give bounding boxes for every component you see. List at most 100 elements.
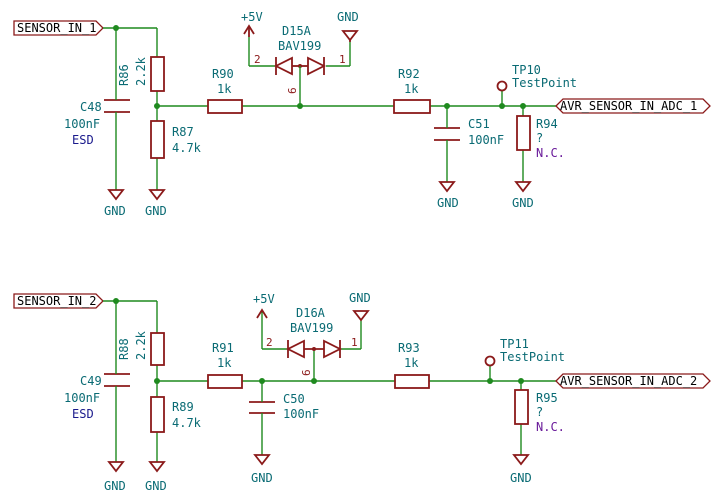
svg-text:R86: R86 (117, 64, 131, 86)
power-5v-symbol: +5V (253, 292, 275, 319)
svg-text:?: ? (536, 405, 543, 419)
svg-text:TP10: TP10 (512, 63, 541, 77)
svg-text:R87: R87 (172, 125, 194, 139)
diode-d15a[interactable]: D15A BAV199 2 1 6 (254, 24, 346, 94)
diode-d16a[interactable]: D16A BAV199 2 1 6 (266, 306, 358, 376)
gnd-symbol: GND (104, 189, 126, 218)
resistor-r93[interactable]: R93 1k (394, 341, 430, 389)
resistor-r90[interactable]: R90 1k (207, 67, 243, 114)
svg-text:SENSOR_IN_1: SENSOR_IN_1 (17, 21, 96, 35)
input-label-sensor-in-1[interactable]: SENSOR_IN_1 (13, 20, 104, 36)
svg-text:C49: C49 (80, 374, 102, 388)
gnd-symbol-diode: GND (337, 10, 359, 42)
junction (259, 378, 265, 384)
gnd-symbol: GND (512, 181, 534, 210)
svg-text:R90: R90 (212, 67, 234, 81)
svg-text:4.7k: 4.7k (172, 416, 202, 430)
svg-text:N.C.: N.C. (536, 146, 565, 160)
svg-text:AVR_SENSOR_IN_ADC_2: AVR_SENSOR_IN_ADC_2 (560, 374, 697, 388)
svg-text:D15A: D15A (282, 24, 312, 38)
capacitor-c50[interactable]: C50 100nF (249, 392, 319, 421)
svg-text:GND: GND (145, 204, 167, 218)
gnd-symbol: GND (437, 181, 459, 210)
input-label-sensor-in-2[interactable]: SENSOR_IN_2 (13, 293, 104, 309)
svg-text:GND: GND (437, 196, 459, 210)
gnd-symbol: GND (145, 189, 167, 218)
svg-text:GND: GND (349, 291, 371, 305)
svg-text:AVR_SENSOR_IN_ADC_1: AVR_SENSOR_IN_ADC_1 (560, 99, 697, 113)
output-label-avr-sensor-in-adc-1[interactable]: AVR_SENSOR_IN_ADC_1 (555, 98, 711, 114)
svg-text:?: ? (536, 131, 543, 145)
svg-text:GND: GND (145, 479, 167, 493)
junction (154, 103, 160, 109)
svg-text:R95: R95 (536, 391, 558, 405)
svg-text:1: 1 (339, 53, 346, 66)
junction (311, 378, 317, 384)
capacitor-c49[interactable]: C49 100nF ESD (64, 369, 130, 421)
svg-text:+5V: +5V (241, 10, 263, 24)
gnd-symbol: GND (104, 461, 126, 493)
svg-text:TestPoint: TestPoint (500, 350, 565, 364)
junction (154, 378, 160, 384)
svg-text:1k: 1k (404, 82, 419, 96)
resistor-r88[interactable]: R88 2.2k (117, 330, 165, 366)
svg-text:TestPoint: TestPoint (512, 76, 577, 90)
svg-text:C50: C50 (283, 392, 305, 406)
svg-text:6: 6 (300, 369, 313, 376)
junction (113, 298, 119, 304)
svg-text:BAV199: BAV199 (290, 321, 333, 335)
svg-text:1k: 1k (404, 356, 419, 370)
svg-text:C48: C48 (80, 100, 102, 114)
gnd-symbol: GND (145, 461, 167, 493)
junction (444, 103, 450, 109)
svg-text:GND: GND (337, 10, 359, 24)
resistor-r92[interactable]: R92 1k (393, 67, 431, 114)
svg-text:100nF: 100nF (283, 407, 319, 421)
svg-text:ESD: ESD (72, 407, 94, 421)
svg-text:1: 1 (351, 336, 358, 349)
resistor-r86[interactable]: R86 2.2k (117, 56, 165, 92)
svg-text:R88: R88 (117, 338, 131, 360)
circuit-sensor-1: SENSOR_IN_1 (13, 10, 711, 218)
resistor-r89[interactable]: R89 4.7k (150, 396, 202, 433)
testpoint-tp11[interactable]: TP11 TestPoint (484, 337, 566, 367)
svg-text:C51: C51 (468, 117, 490, 131)
svg-text:1k: 1k (217, 356, 232, 370)
junction (487, 378, 493, 384)
resistor-r94[interactable]: R94 ? N.C. (516, 115, 565, 160)
svg-text:GND: GND (251, 471, 273, 485)
svg-text:N.C.: N.C. (536, 420, 565, 434)
svg-text:R92: R92 (398, 67, 420, 81)
power-5v-symbol: +5V (241, 10, 263, 37)
svg-text:6: 6 (286, 87, 299, 94)
output-label-avr-sensor-in-adc-2[interactable]: AVR_SENSOR_IN_ADC_2 (555, 373, 711, 389)
svg-text:R93: R93 (398, 341, 420, 355)
svg-text:100nF: 100nF (64, 117, 100, 131)
svg-text:D16A: D16A (296, 306, 326, 320)
svg-text:100nF: 100nF (64, 391, 100, 405)
svg-text:1k: 1k (217, 82, 232, 96)
svg-text:GND: GND (510, 471, 532, 485)
svg-text:2.2k: 2.2k (134, 330, 148, 360)
capacitor-c48[interactable]: C48 100nF ESD (64, 90, 130, 147)
testpoint-tp10[interactable]: TP10 TestPoint (496, 63, 578, 92)
resistor-r87[interactable]: R87 4.7k (150, 120, 202, 159)
junction (113, 25, 119, 31)
junction (499, 103, 505, 109)
resistor-r95[interactable]: R95 ? N.C. (514, 389, 565, 434)
resistor-r91[interactable]: R91 1k (207, 341, 243, 389)
svg-text:SENSOR_IN_2: SENSOR_IN_2 (17, 294, 96, 308)
svg-text:2: 2 (254, 53, 261, 66)
capacitor-c51[interactable]: C51 100nF (434, 117, 504, 148)
svg-text:2: 2 (266, 336, 273, 349)
svg-text:GND: GND (104, 204, 126, 218)
svg-text:2.2k: 2.2k (134, 56, 148, 86)
gnd-symbol: GND (510, 454, 532, 485)
junction (520, 103, 526, 109)
gnd-symbol: GND (251, 454, 273, 485)
svg-text:100nF: 100nF (468, 133, 504, 147)
svg-text:TP11: TP11 (500, 337, 529, 351)
svg-text:R89: R89 (172, 400, 194, 414)
gnd-symbol-diode: GND (349, 291, 371, 322)
